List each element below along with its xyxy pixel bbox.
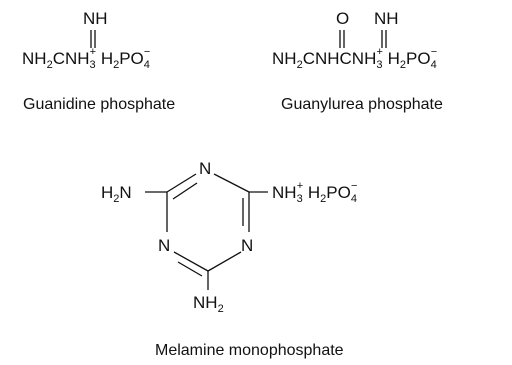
left-amino-group: H2N: [101, 183, 132, 205]
guanidine-phosphate-formula: NH2CNH3+ H2PO4−: [22, 46, 150, 71]
ring-bond-bottom-right: [207, 251, 242, 272]
imine-group-nh: NH: [374, 9, 399, 28]
ring-bond-top-left: [166, 173, 197, 193]
ring-bond-top-right: [213, 173, 250, 193]
melamine-monophosphate-caption: Melamine monophosphate: [155, 342, 344, 359]
guanylurea-phosphate-formula: NH2CNHCNH3+ H2PO4−: [272, 46, 437, 71]
bottom-amino-group: NH2: [193, 293, 224, 315]
ring-nitrogen-lower-left: N: [158, 236, 170, 255]
ring-bond-top-left-inner: [172, 182, 198, 200]
imine-group-nh: NH: [83, 9, 108, 28]
guanylurea-phosphate: O NH NH2CNHCNH3+ H2PO4− Guanylurea phosp…: [272, 9, 443, 113]
guanidine-phosphate: NH NH2CNH3+ H2PO4− Guanidine phosphate: [22, 9, 175, 113]
guanidine-phosphate-caption: Guanidine phosphate: [23, 96, 175, 113]
ring-nitrogen-top: N: [199, 159, 211, 178]
melamine-monophosphate: N N N H2N NH3+ H2PO4− NH2 Melamine monop…: [101, 159, 357, 359]
carbonyl-oxygen: O: [336, 9, 349, 28]
right-ammonium-phosphate-group: NH3+ H2PO4−: [272, 180, 357, 205]
ring-bond-bottom-left: [173, 251, 209, 272]
ring-nitrogen-lower-right: N: [241, 236, 253, 255]
guanylurea-phosphate-caption: Guanylurea phosphate: [281, 96, 443, 113]
ring-bond-bottom-left-inner: [177, 261, 203, 277]
